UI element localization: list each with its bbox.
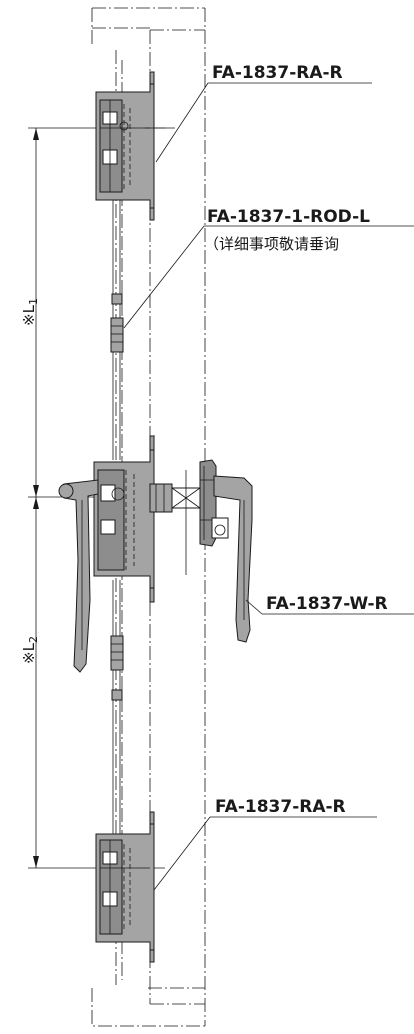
dimension-l2: ※L2 xyxy=(20,636,40,664)
dimension-l1-text: ※L xyxy=(20,304,38,326)
lower-rod-coupler-part xyxy=(110,635,124,701)
bottom-latch-part xyxy=(95,811,155,963)
rod-label: FA-1837-1-ROD-L xyxy=(207,207,370,227)
handle-label: FA-1837-W-R xyxy=(266,594,388,614)
dimension-l2-subscript: 2 xyxy=(27,636,40,643)
rod-coupler-part xyxy=(110,293,124,353)
top-latch-part xyxy=(95,71,175,221)
bottom-latch-label: FA-1837-RA-R xyxy=(215,797,346,817)
svg-text:※L2: ※L2 xyxy=(20,636,40,664)
rod-note: （详细事项敬请垂询 xyxy=(204,235,339,253)
dimension-l1-subscript: 1 xyxy=(27,298,40,305)
handle-assembly-part xyxy=(58,434,253,673)
dimension-l2-text: ※L xyxy=(20,642,38,664)
top-latch-label: FA-1837-RA-R xyxy=(212,63,343,83)
svg-text:※L1: ※L1 xyxy=(20,298,40,326)
dimension-l1: ※L1 xyxy=(20,298,40,326)
leader-lines xyxy=(123,82,414,891)
